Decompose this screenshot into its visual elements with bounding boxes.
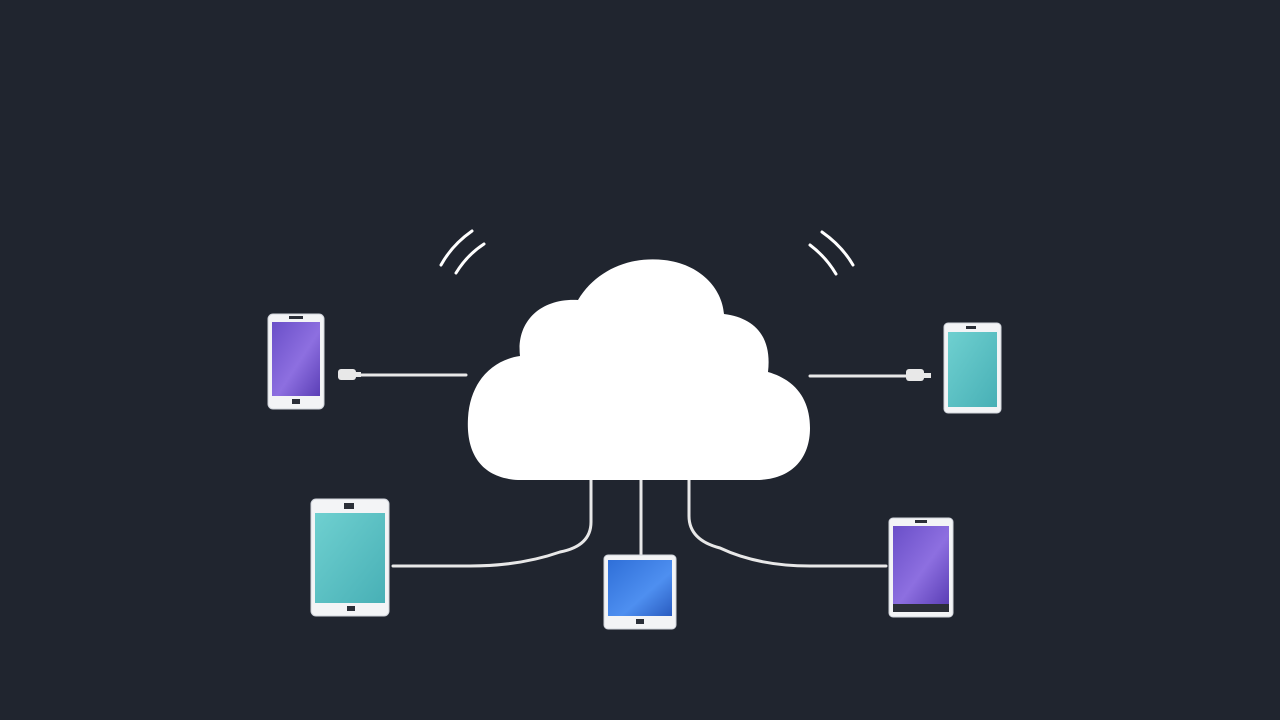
signal-waves-icon (439, 229, 474, 267)
device-tablet-bottom-center (603, 554, 677, 630)
signal-waves-icon (454, 242, 486, 275)
wireless-signal-left (439, 229, 486, 275)
cable-plug-left (338, 369, 361, 380)
tablet-icon-screen (608, 560, 672, 616)
cable-to-tablet-bottom-left (391, 478, 593, 568)
cloud-icon (467, 259, 810, 480)
connections (350, 373, 914, 568)
smartphone-icon-screen (272, 322, 320, 396)
tablet-icon-screen (948, 332, 997, 407)
device-tablet-bottom-right (888, 517, 954, 618)
wireless-signal-right (808, 230, 855, 276)
device-tablet-top-right (943, 322, 1002, 414)
tablet-icon-screen (315, 513, 385, 603)
tablet-icon-screen (893, 526, 949, 604)
cable-plug-right (906, 369, 931, 381)
device-phone-top-left (267, 313, 325, 410)
cloud-hub (467, 259, 810, 480)
device-tablet-bottom-left (310, 498, 390, 617)
signal-waves-icon (820, 230, 855, 267)
devices (267, 313, 1002, 630)
cable-to-tablet-bottom-right (687, 478, 888, 568)
signal-waves-icon (808, 243, 838, 276)
